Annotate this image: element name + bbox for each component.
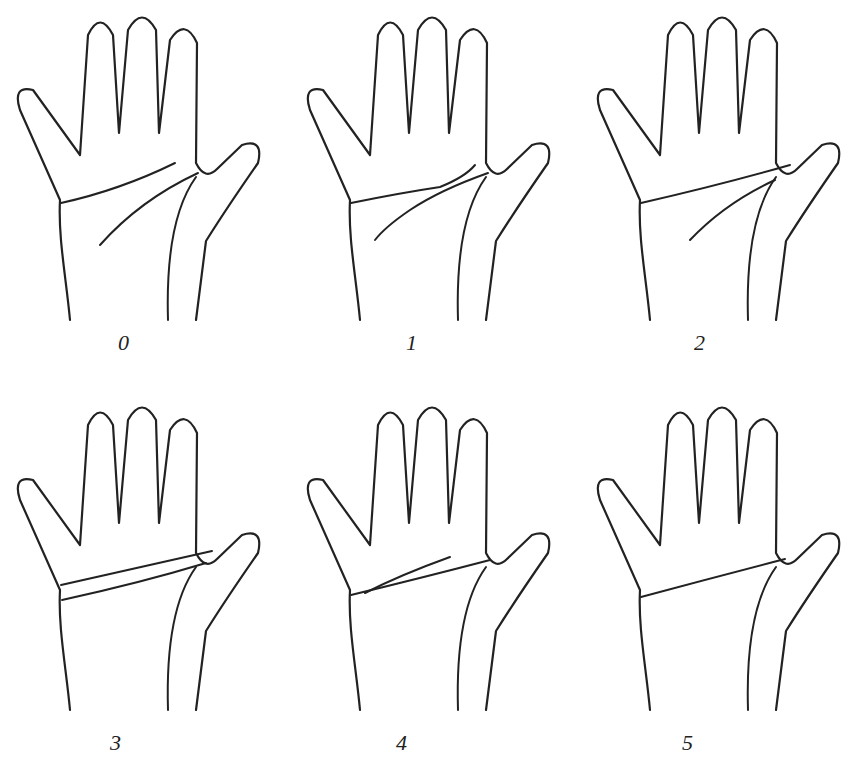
hand-3 xyxy=(18,408,259,711)
hand-4 xyxy=(308,408,549,711)
hand-0 xyxy=(18,18,259,321)
type-number: 4 xyxy=(396,732,407,754)
type-number: 3 xyxy=(110,732,121,754)
hand-2 xyxy=(598,18,839,321)
type-number: 0 xyxy=(118,332,129,354)
type-number: 1 xyxy=(406,332,417,354)
hand-5 xyxy=(598,408,839,711)
type-number: 5 xyxy=(682,732,693,754)
type-number: 2 xyxy=(694,332,705,354)
hand-1 xyxy=(308,18,549,321)
